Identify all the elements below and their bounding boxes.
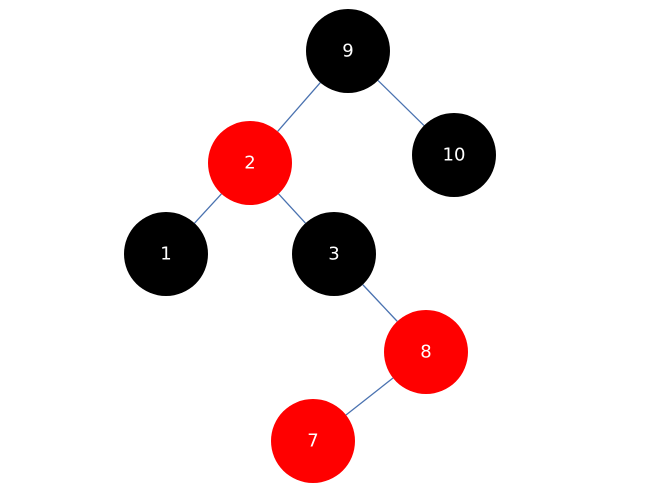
node-label: 8 bbox=[420, 342, 431, 363]
tree-edge-2-3 bbox=[278, 193, 306, 224]
tree-edges bbox=[194, 79, 425, 416]
node-label: 9 bbox=[342, 41, 353, 62]
node-circle-black bbox=[124, 212, 208, 296]
tree-edge-9-2 bbox=[277, 82, 321, 132]
tree-node-3: 3 bbox=[292, 212, 376, 296]
tree-edge-3-8 bbox=[362, 284, 398, 322]
tree-node-7: 7 bbox=[271, 399, 355, 483]
tree-edge-8-7 bbox=[345, 377, 394, 416]
tree-node-8: 8 bbox=[384, 310, 468, 394]
node-circle-black bbox=[292, 212, 376, 296]
tree-edge-9-10 bbox=[377, 79, 425, 127]
node-circle-black bbox=[306, 9, 390, 93]
tree-nodes: 9 2 10 1 3 8 7 bbox=[124, 9, 496, 483]
node-label: 3 bbox=[328, 244, 339, 265]
node-label: 2 bbox=[244, 153, 255, 174]
node-circle-red bbox=[271, 399, 355, 483]
node-label: 10 bbox=[443, 145, 466, 166]
tree-node-10: 10 bbox=[412, 113, 496, 197]
tree-edge-2-1 bbox=[194, 193, 222, 224]
node-circle-red bbox=[384, 310, 468, 394]
tree-node-1: 1 bbox=[124, 212, 208, 296]
node-circle-black bbox=[412, 113, 496, 197]
node-label: 1 bbox=[160, 244, 171, 265]
tree-node-2: 2 bbox=[208, 121, 292, 205]
tree-node-9: 9 bbox=[306, 9, 390, 93]
node-label: 7 bbox=[307, 431, 318, 452]
node-circle-red bbox=[208, 121, 292, 205]
